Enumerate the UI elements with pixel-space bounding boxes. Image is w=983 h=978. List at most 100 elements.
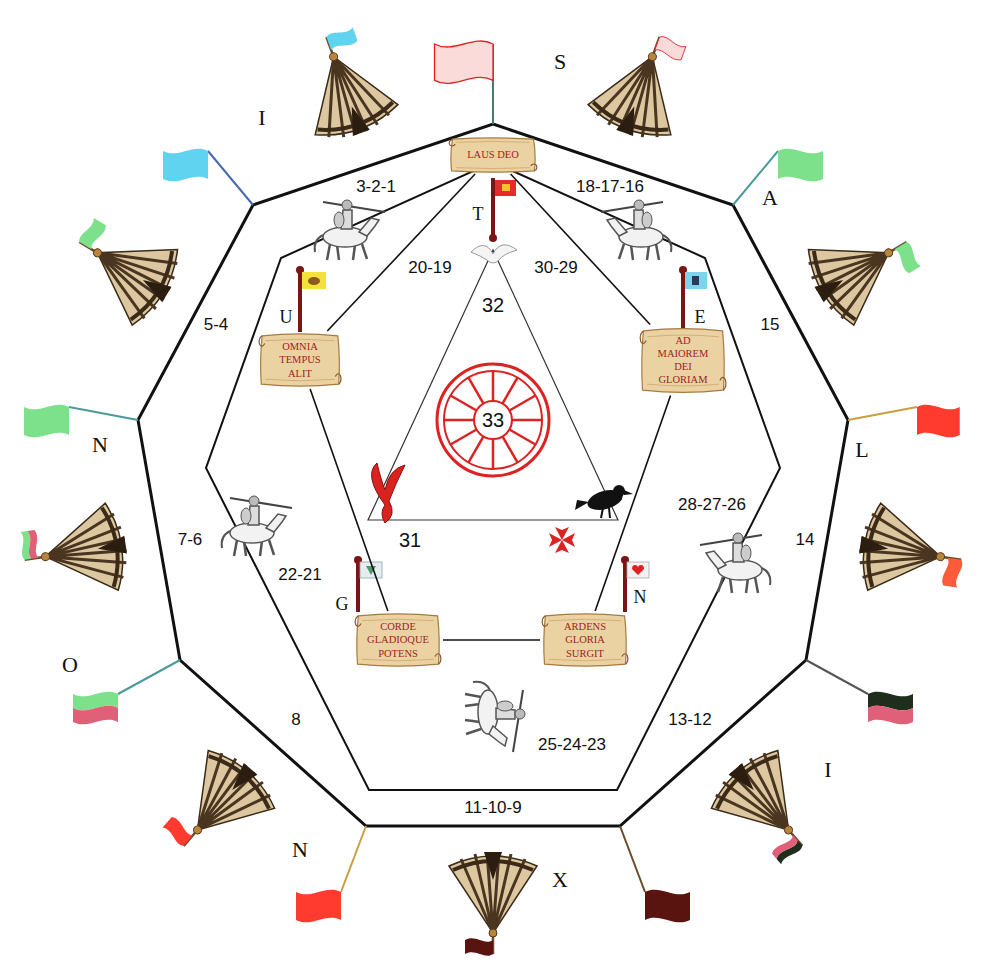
tent <box>449 852 537 954</box>
crow-legs <box>601 508 610 518</box>
tent <box>285 22 403 148</box>
outer-nonagon <box>138 124 848 826</box>
tent-letter: A <box>762 186 778 210</box>
wheel-spoke <box>444 419 474 422</box>
tent <box>18 501 132 603</box>
banner-letter: N <box>634 588 647 608</box>
flag <box>645 890 690 923</box>
motto-text: OMNIA TEMPUS ALIT <box>271 340 329 379</box>
banner-letter: E <box>695 308 706 328</box>
parchment-shade <box>456 141 530 168</box>
scroll-curl <box>449 139 537 171</box>
banner-flag <box>627 562 649 578</box>
parchment <box>357 614 439 666</box>
wheel-spoke <box>512 419 542 422</box>
tent <box>796 204 929 332</box>
tent <box>55 203 189 332</box>
callout-number: 25-24-23 <box>538 736 606 755</box>
flag <box>868 706 913 725</box>
flag <box>296 890 341 923</box>
banner-letter: T <box>473 205 484 225</box>
callout-number: 14 <box>796 531 815 550</box>
tent-flag <box>654 35 686 61</box>
callout-number: 18-17-16 <box>576 178 644 197</box>
banner-pole <box>491 178 495 238</box>
callout-number: 8 <box>291 711 300 730</box>
parchment-shade <box>266 339 335 381</box>
wheel-spoke <box>503 436 518 462</box>
tent <box>284 20 402 148</box>
parchment <box>261 334 340 386</box>
tent-flag <box>771 834 799 860</box>
callout-number: 5-4 <box>204 316 229 335</box>
tent <box>17 501 133 603</box>
flag <box>435 41 494 83</box>
tent <box>702 740 836 876</box>
parchment-shade <box>647 335 719 386</box>
inner-triangle <box>368 250 618 520</box>
flag-pole <box>208 151 253 205</box>
crow-head <box>613 485 625 497</box>
crow-beak <box>624 490 633 495</box>
tent <box>449 852 537 956</box>
cross-arm <box>549 533 562 547</box>
wheel-spoke <box>469 436 484 462</box>
wheel-spoke <box>492 371 495 401</box>
connector-line <box>443 639 540 641</box>
wheel-spoke <box>509 430 535 445</box>
motto-scroll: CORDE GLADIOQUE POTENS <box>353 611 443 669</box>
flag-pole <box>806 660 868 694</box>
wheel-spoke <box>492 439 495 469</box>
flag <box>24 405 69 438</box>
wheel-rim <box>437 364 549 476</box>
tent <box>854 501 970 603</box>
flag <box>778 149 823 182</box>
wheel-number: 33 <box>482 409 504 432</box>
tent <box>854 501 968 603</box>
banner-emblem <box>308 277 320 285</box>
tent-flag <box>78 217 107 250</box>
flag-pole <box>848 407 917 420</box>
tent-flag <box>465 938 493 955</box>
motto-scroll: ARDENS GLORIA SURGIT <box>540 611 630 669</box>
motto-text: CORDE GLADIOQUE POTENS <box>367 620 429 659</box>
knight <box>700 533 770 593</box>
scroll-curl <box>640 330 726 389</box>
tent-flag <box>326 26 358 52</box>
connector-line <box>327 174 475 331</box>
connector-line <box>595 396 670 612</box>
parchment-shade <box>549 619 621 661</box>
motto-text: LAUS DEO <box>467 148 519 161</box>
wheel-spoke <box>451 396 477 411</box>
motto-text: ARDENS GLORIA SURGIT <box>554 620 616 659</box>
tent-letter: O <box>62 653 78 677</box>
tent-flag <box>161 816 194 848</box>
maltese-cross <box>549 527 575 553</box>
banner-emblem <box>692 276 699 285</box>
tent <box>583 22 701 148</box>
banner-flag <box>495 180 516 196</box>
connector-line <box>310 389 388 611</box>
tent <box>149 740 283 876</box>
callout-number: 20-19 <box>408 259 451 278</box>
knight <box>315 200 385 260</box>
callout-number: 28-27-26 <box>678 496 746 515</box>
callout-number: 3-2-1 <box>356 178 396 197</box>
crow <box>575 485 633 518</box>
scroll-curl <box>542 616 628 664</box>
tent <box>57 204 190 332</box>
motto-scroll: AD MAIOREM DEI GLORIAM <box>638 325 728 396</box>
motto-scroll: LAUS DEO <box>447 136 539 174</box>
flag-pole <box>620 826 645 892</box>
scroll-curl <box>259 336 341 384</box>
tent-letter: X <box>552 868 568 892</box>
flag <box>163 149 208 182</box>
banner-pole <box>298 270 302 332</box>
connector-line <box>511 174 650 325</box>
banner-pole <box>623 560 627 612</box>
banner-flag <box>685 272 707 289</box>
callout-number: 22-21 <box>278 566 321 585</box>
flag-pole <box>118 660 180 694</box>
tent-flag <box>26 530 40 559</box>
tent-letter: N <box>292 838 308 862</box>
